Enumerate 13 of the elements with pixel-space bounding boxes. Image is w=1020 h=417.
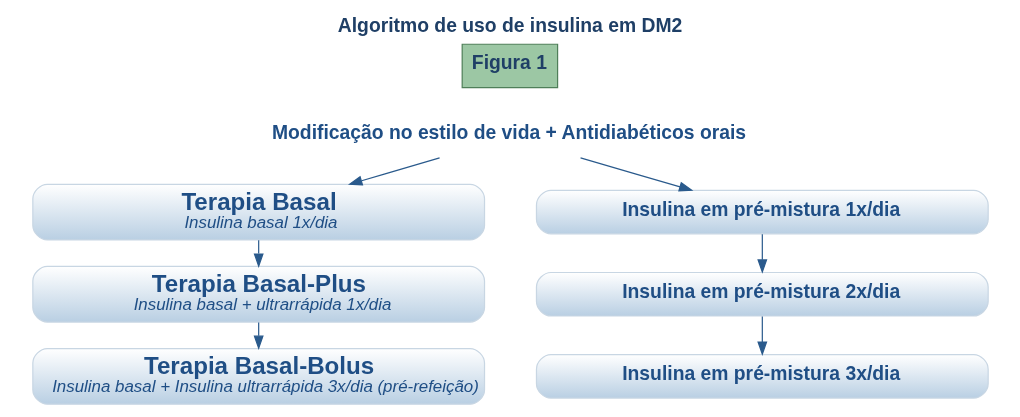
node-text: Modificação no estilo de vida + Antidiabéticos orais (271, 122, 746, 144)
arrow (756, 233, 767, 274)
arrow (756, 315, 767, 356)
node-box: Insulina em pré-mistura 2x/dia (535, 271, 989, 317)
label: Figura 1 (471, 52, 547, 74)
node-box: Insulina em pré-mistura 3x/dia (535, 354, 989, 399)
node-box: Terapia Basal-Plus Insulina basal + ultrarrápida 1x/dia (31, 265, 485, 323)
arrow (347, 157, 440, 186)
node-box: Insulina em pré-mistura 1x/dia (535, 189, 989, 235)
diagram-title: Algoritmo de uso de insulina em DM2 (337, 14, 682, 36)
arrow (579, 157, 693, 192)
node-box: Terapia Basal-Bolus Insulina basal + Insulina ultrarrápida 3x/dia (pré-refeição) (31, 348, 485, 405)
node-box: Terapia Basal Insulina basal 1x/dia (31, 183, 485, 241)
